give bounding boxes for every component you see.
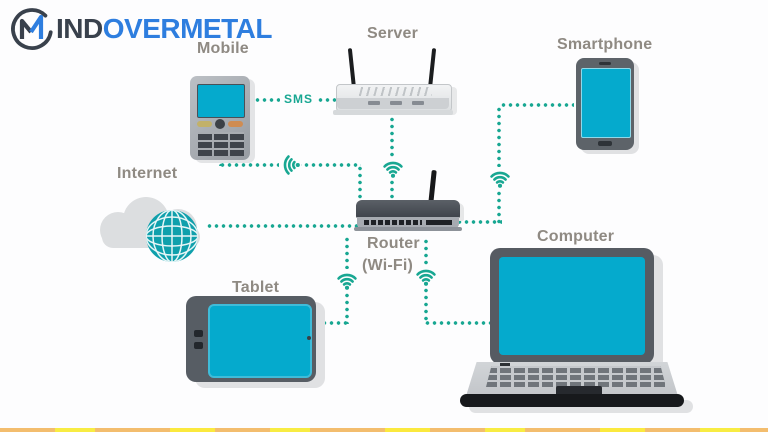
wifi-signal-icon: [279, 152, 301, 178]
sms-label: SMS: [280, 92, 318, 106]
mobile-phone: [190, 76, 250, 160]
router-sublabel: (Wi-Fi): [362, 257, 414, 274]
tablet-button: [194, 342, 203, 349]
server-base: [333, 110, 453, 115]
link-smartphone-v: [497, 106, 501, 224]
tablet: [186, 296, 316, 382]
smartphone: [576, 58, 634, 150]
mobile-label: Mobile: [197, 40, 249, 57]
logo-text-dark: IND: [56, 13, 103, 44]
server-antenna-right: [428, 48, 437, 89]
tablet-label: Tablet: [232, 279, 280, 296]
mobile-softkey-right: [228, 121, 243, 127]
router-body: [356, 200, 460, 218]
server-port: [368, 101, 380, 105]
smartphone-screen: [581, 68, 631, 138]
wifi-signal-icon: [413, 265, 439, 287]
router-label: Router: [367, 235, 420, 252]
server-label: Server: [367, 25, 419, 42]
smartphone-home-button: [598, 141, 612, 146]
router-port-bar: [426, 220, 452, 225]
router-base: [354, 227, 462, 231]
link-router-tablet-h: [314, 321, 347, 325]
laptop-keyboard: [486, 366, 666, 387]
cropped-text-highlight-strip: [0, 428, 768, 432]
mobile-softkey-left: [197, 121, 212, 127]
tablet-screen: [208, 304, 312, 378]
tablet-camera: [307, 336, 311, 340]
laptop-screen-bezel: [490, 248, 654, 364]
logo-text-blue: OVERMETAL: [102, 13, 273, 44]
computer-label: Computer: [537, 228, 615, 245]
smartphone-speaker: [599, 62, 611, 65]
router: [354, 169, 462, 232]
logo-wordmark: INDOVERMETAL: [56, 13, 272, 45]
internet-cloud: [100, 197, 200, 262]
logo-monogram-icon: [11, 8, 53, 50]
link-mobile-router-v: [358, 165, 362, 225]
server-vents: [356, 87, 432, 96]
router-ports: [364, 220, 422, 225]
link-router-computer-h: [424, 321, 490, 325]
laptop-computer: [460, 248, 694, 410]
mobile-nav-button: [215, 119, 225, 129]
globe-icon: [146, 210, 198, 262]
link-internet-router: [206, 224, 360, 228]
mobile-phone-screen: [197, 84, 245, 118]
server-antenna-left: [347, 48, 356, 89]
mobile-keypad: [198, 132, 244, 156]
server-port: [390, 101, 402, 105]
internet-label: Internet: [117, 165, 178, 182]
link-smartphone-h: [500, 103, 574, 107]
wifi-signal-icon: [380, 157, 406, 179]
laptop-display: [499, 257, 645, 355]
laptop-bottom-edge: [460, 394, 684, 407]
tablet-button: [194, 330, 203, 337]
smartphone-label: Smartphone: [557, 36, 653, 53]
wifi-signal-icon: [487, 167, 513, 189]
link-router-right: [456, 220, 502, 224]
wifi-signal-icon: [334, 269, 360, 291]
server: [333, 48, 453, 116]
server-port: [412, 101, 424, 105]
laptop-hinge: [500, 363, 510, 366]
laptop-touchpad: [556, 386, 602, 396]
